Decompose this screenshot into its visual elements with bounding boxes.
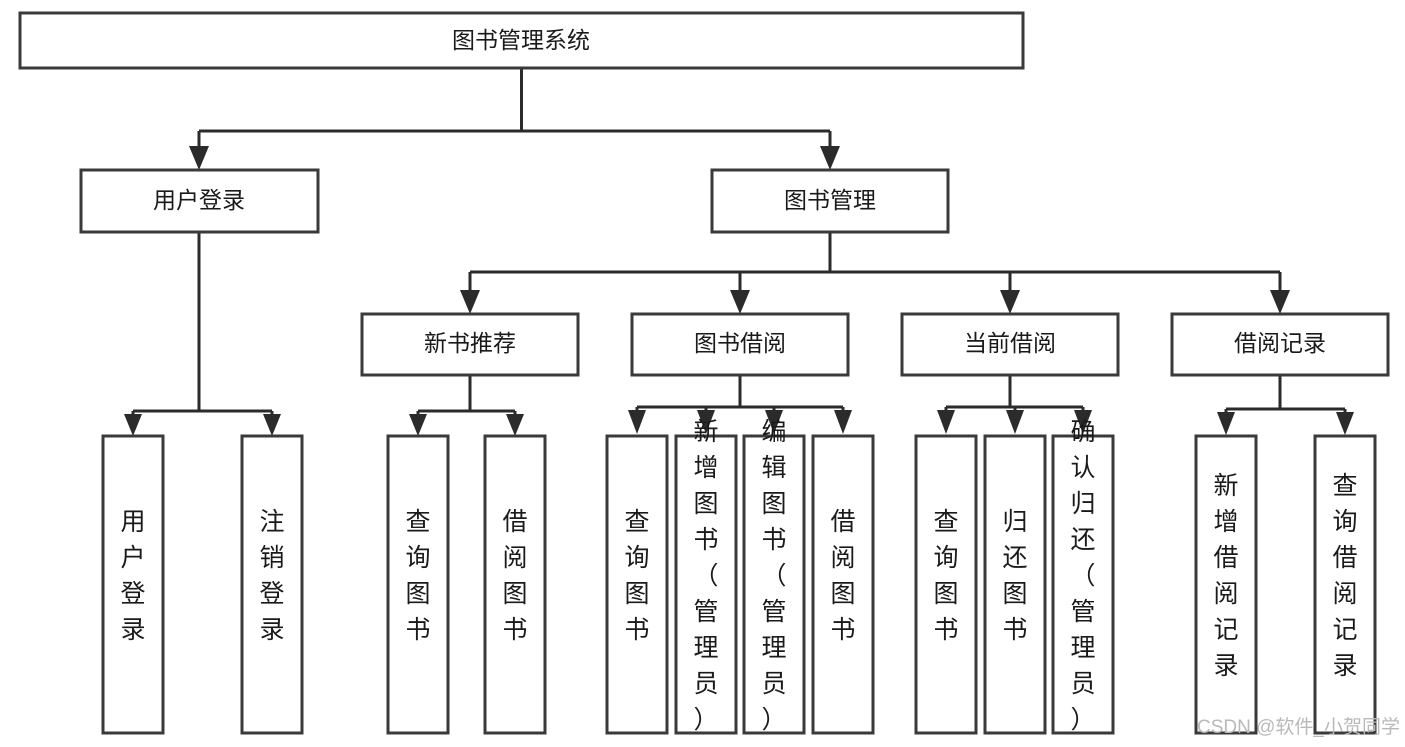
node-leaf-query-book-2-label: 查询图书 [624, 508, 649, 644]
node-book-management[interactable]: 图书管理 [710, 168, 950, 234]
node-current-borrow-box[interactable] [900, 312, 1120, 377]
node-leaf-edit-book-box[interactable] [742, 434, 806, 735]
node-leaf-query-book-2[interactable]: 查询图书 [605, 434, 669, 735]
node-leaf-return-book-label: 归还图书 [1002, 508, 1027, 644]
node-leaf-logout-label: 注销登录 [259, 508, 284, 644]
node-root[interactable]: 图书管理系统 [18, 11, 1025, 70]
watermark-label: CSDN @软件_小贺同学 [1197, 716, 1400, 738]
node-root-box[interactable] [18, 11, 1025, 70]
node-leaf-add-record-label: 新增借阅记录 [1213, 472, 1238, 680]
arrowhead-leaf-edit-book [765, 410, 783, 434]
arrowhead-leaf-query-book-3 [937, 410, 955, 434]
node-leaf-add-record[interactable]: 新增借阅记录 [1194, 434, 1258, 735]
arrowhead-leaf-borrow-book-2 [834, 410, 852, 434]
node-leaf-borrow-book-1[interactable]: 借阅图书 [483, 434, 547, 735]
node-leaf-add-book[interactable]: 新增图书（管理员） [674, 418, 738, 735]
node-leaf-logout[interactable]: 注销登录 [240, 434, 304, 735]
node-borrow-record[interactable]: 借阅记录 [1170, 312, 1390, 377]
node-current-borrow-label: 当前借阅 [964, 330, 1056, 356]
node-leaf-borrow-book-2-label: 借阅图书 [830, 508, 855, 644]
node-leaf-confirm-return[interactable]: 确认归还（管理员） [1051, 418, 1115, 735]
node-leaf-add-book-label: 新增图书（管理员） [693, 418, 718, 734]
node-root-label: 图书管理系统 [452, 27, 590, 53]
arrowhead-leaf-user-login [124, 414, 142, 436]
node-leaf-borrow-book-2[interactable]: 借阅图书 [811, 434, 875, 735]
arrowhead-leaf-confirm-return [1074, 410, 1092, 434]
node-leaf-query-record-box[interactable] [1313, 434, 1377, 735]
node-new-book-recommend-label: 新书推荐 [424, 330, 516, 356]
node-leaf-confirm-return-box[interactable] [1051, 434, 1115, 735]
node-borrow-record-box[interactable] [1170, 312, 1390, 377]
node-leaf-query-book-3-label: 查询图书 [933, 508, 958, 644]
node-leaf-add-record-box[interactable] [1194, 434, 1258, 735]
node-leaf-user-login[interactable]: 用户登录 [101, 434, 165, 735]
arrowhead-user-login [189, 146, 209, 170]
arrowhead-leaf-add-book [697, 410, 715, 434]
arrowhead-leaf-logout [263, 414, 281, 436]
node-leaf-user-login-box[interactable] [101, 434, 165, 735]
node-leaf-return-book-box[interactable] [983, 434, 1047, 735]
node-user-login-label: 用户登录 [153, 187, 245, 213]
node-leaf-borrow-book-1-box[interactable] [483, 434, 547, 735]
node-current-borrow[interactable]: 当前借阅 [900, 312, 1120, 377]
node-book-management-label: 图书管理 [784, 187, 876, 213]
node-leaf-logout-box[interactable] [240, 434, 304, 735]
arrowhead-leaf-query-book-2 [628, 410, 646, 434]
arrowhead-leaf-add-record [1217, 412, 1235, 435]
node-leaf-query-book-1[interactable]: 查询图书 [386, 434, 450, 735]
node-leaf-query-book-3-box[interactable] [914, 434, 978, 735]
arrowhead-new-book-recommend [460, 290, 480, 314]
node-leaf-return-book[interactable]: 归还图书 [983, 434, 1047, 735]
arrowhead-borrow-record [1270, 290, 1290, 314]
node-leaf-query-book-2-box[interactable] [605, 434, 669, 735]
node-book-borrow-label: 图书借阅 [694, 330, 786, 356]
node-leaf-query-book-3[interactable]: 查询图书 [914, 434, 978, 735]
arrowhead-leaf-query-record [1336, 412, 1354, 435]
node-book-borrow[interactable]: 图书借阅 [630, 312, 850, 377]
connector-layer [124, 68, 1354, 436]
arrowhead-leaf-query-book-1 [409, 414, 427, 436]
node-leaf-query-book-1-box[interactable] [386, 434, 450, 735]
node-leaf-add-book-box[interactable] [674, 434, 738, 735]
node-leaf-query-record-label: 查询借阅记录 [1332, 472, 1357, 680]
node-new-book-recommend-box[interactable] [360, 312, 580, 377]
node-user-login[interactable]: 用户登录 [79, 168, 320, 234]
node-leaf-query-record[interactable]: 查询借阅记录 [1313, 434, 1377, 735]
node-leaf-user-login-label: 用户登录 [120, 508, 145, 644]
node-leaf-confirm-return-label: 确认归还（管理员） [1070, 418, 1095, 734]
node-new-book-recommend[interactable]: 新书推荐 [360, 312, 580, 377]
node-leaf-borrow-book-1-label: 借阅图书 [502, 508, 527, 644]
node-leaf-edit-book-label: 编辑图书（管理员） [761, 418, 786, 734]
arrowhead-current-borrow [1000, 290, 1020, 314]
arrowhead-leaf-borrow-book-1 [506, 414, 524, 436]
arrowhead-leaf-return-book [1006, 410, 1024, 434]
node-leaf-edit-book[interactable]: 编辑图书（管理员） [742, 418, 806, 735]
node-leaf-borrow-book-2-box[interactable] [811, 434, 875, 735]
arrowhead-book-borrow [730, 290, 750, 314]
arrowhead-book-management [820, 146, 840, 170]
node-book-borrow-box[interactable] [630, 312, 850, 377]
node-leaf-query-book-1-label: 查询图书 [405, 508, 430, 644]
node-user-login-box[interactable] [79, 168, 320, 234]
node-borrow-record-label: 借阅记录 [1234, 330, 1326, 356]
node-book-management-box[interactable] [710, 168, 950, 234]
